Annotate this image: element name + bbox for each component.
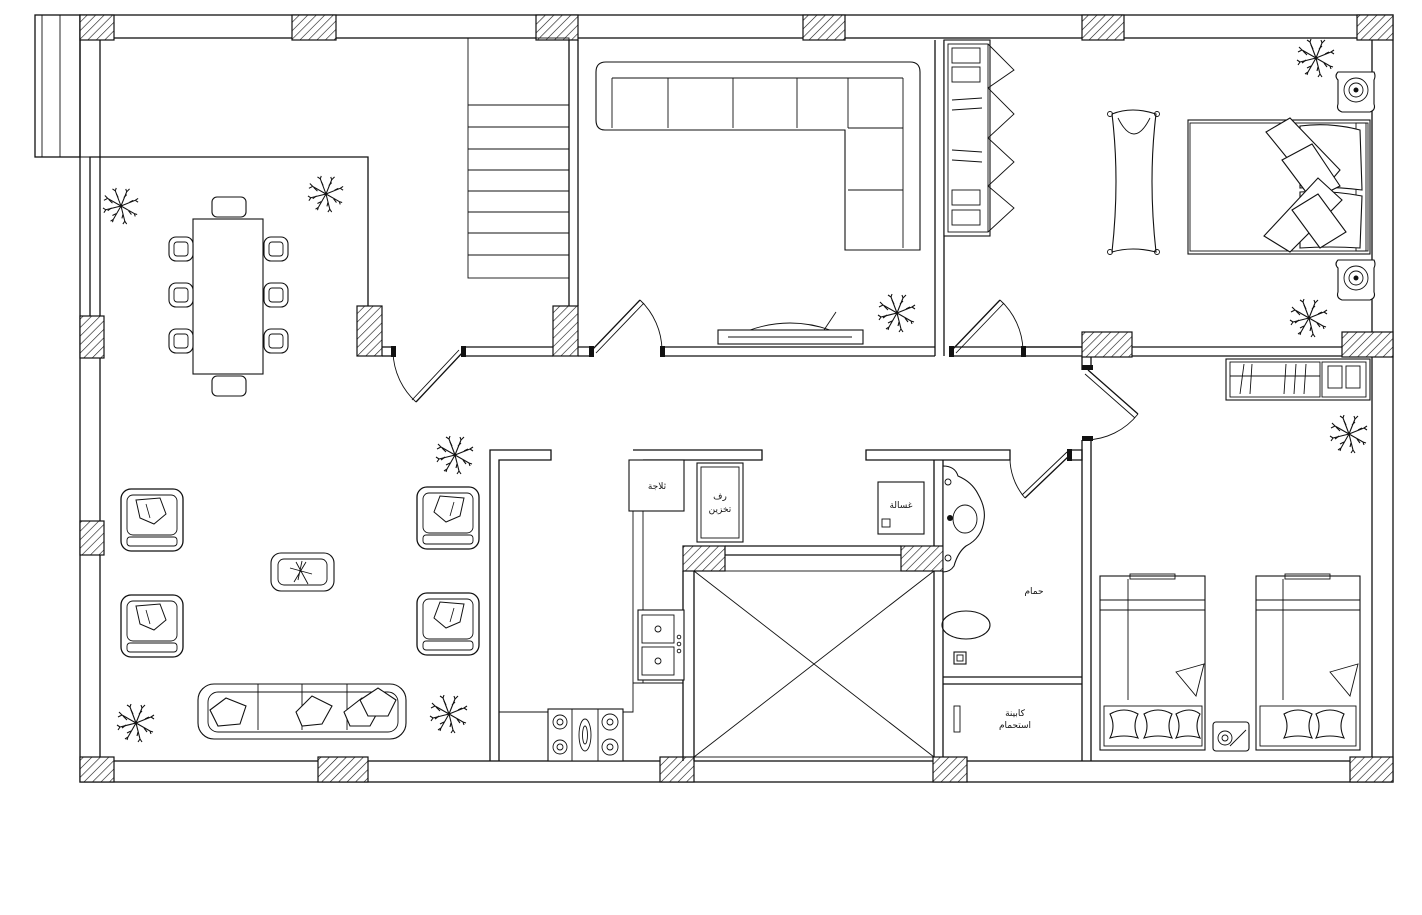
pillow-icon <box>1282 709 1314 739</box>
plant-icon <box>429 694 468 734</box>
dining-table <box>168 196 289 397</box>
staircase <box>467 37 570 279</box>
door-swing-icon <box>949 299 1026 357</box>
balcony <box>34 14 100 158</box>
plant-icon <box>1296 38 1335 78</box>
stove-burner-icon <box>547 708 624 762</box>
double-bed <box>1187 117 1371 255</box>
plant-icon <box>1329 414 1368 454</box>
salon-furniture <box>120 486 480 740</box>
chair-icon <box>168 328 194 354</box>
washbasin <box>942 465 985 573</box>
armchair-icon <box>416 592 480 656</box>
shower-cabin: كابينة استحمام <box>953 705 1031 733</box>
storage-shelf-label-line2: تخزين <box>709 505 732 515</box>
coffee-table <box>270 552 335 592</box>
door-swing-icon <box>1082 365 1139 441</box>
shower-label-line2: استحمام <box>999 721 1031 731</box>
bedside-table <box>1212 721 1250 752</box>
pillow-icon <box>295 695 333 727</box>
pillow-icon <box>1142 709 1174 739</box>
columns <box>79 14 1394 783</box>
washing-machine <box>877 481 925 535</box>
washer-label: غسالة <box>889 501 912 511</box>
pillow-icon <box>1314 709 1346 739</box>
armchair-icon <box>416 486 480 550</box>
sofa <box>197 683 407 740</box>
bathroom: غسالة حمام كابينة استحمام <box>877 465 1044 733</box>
living-room-furniture <box>595 61 921 345</box>
second-bedroom <box>1099 358 1371 752</box>
fridge <box>628 459 685 512</box>
pillow-icon <box>209 697 247 727</box>
bench <box>1107 109 1160 255</box>
chair-icon <box>168 282 194 308</box>
storage-shelf-label-line1: رف <box>713 492 727 502</box>
door-swing-icon <box>1009 449 1072 499</box>
kitchen: ثلاجة رف تخزين <box>499 459 744 762</box>
bathroom-label: حمام <box>1024 587 1043 597</box>
armchair-icon <box>120 594 184 658</box>
sink-icon <box>637 609 685 681</box>
plant-icon <box>102 187 139 225</box>
door-swing-icon <box>391 346 466 403</box>
plant-icon <box>877 293 916 333</box>
plant-icon <box>307 175 344 213</box>
single-bed-1 <box>1099 573 1206 751</box>
plant-icon <box>116 703 155 743</box>
chair-icon <box>263 236 289 262</box>
wardrobe <box>1225 358 1371 401</box>
door-swing-icon <box>589 299 665 357</box>
plant-icon <box>435 435 474 475</box>
storage-shelf <box>696 462 744 543</box>
wardrobe <box>943 39 1015 237</box>
nightstands <box>1335 71 1376 301</box>
plant-icon <box>1289 298 1328 338</box>
toilet <box>941 610 991 665</box>
shower-label-line1: كابينة <box>1005 709 1026 719</box>
fridge-label: ثلاجة <box>648 482 667 492</box>
chair-icon <box>263 328 289 354</box>
pillow-icon <box>359 687 397 717</box>
armchair-icon <box>120 488 184 552</box>
master-bedroom <box>943 39 1376 301</box>
chair-icon <box>168 236 194 262</box>
doors <box>391 299 1139 499</box>
chair-icon <box>263 282 289 308</box>
pillow-icon <box>1174 709 1202 739</box>
pillow-icon <box>1108 709 1140 739</box>
single-bed-2 <box>1255 573 1361 751</box>
